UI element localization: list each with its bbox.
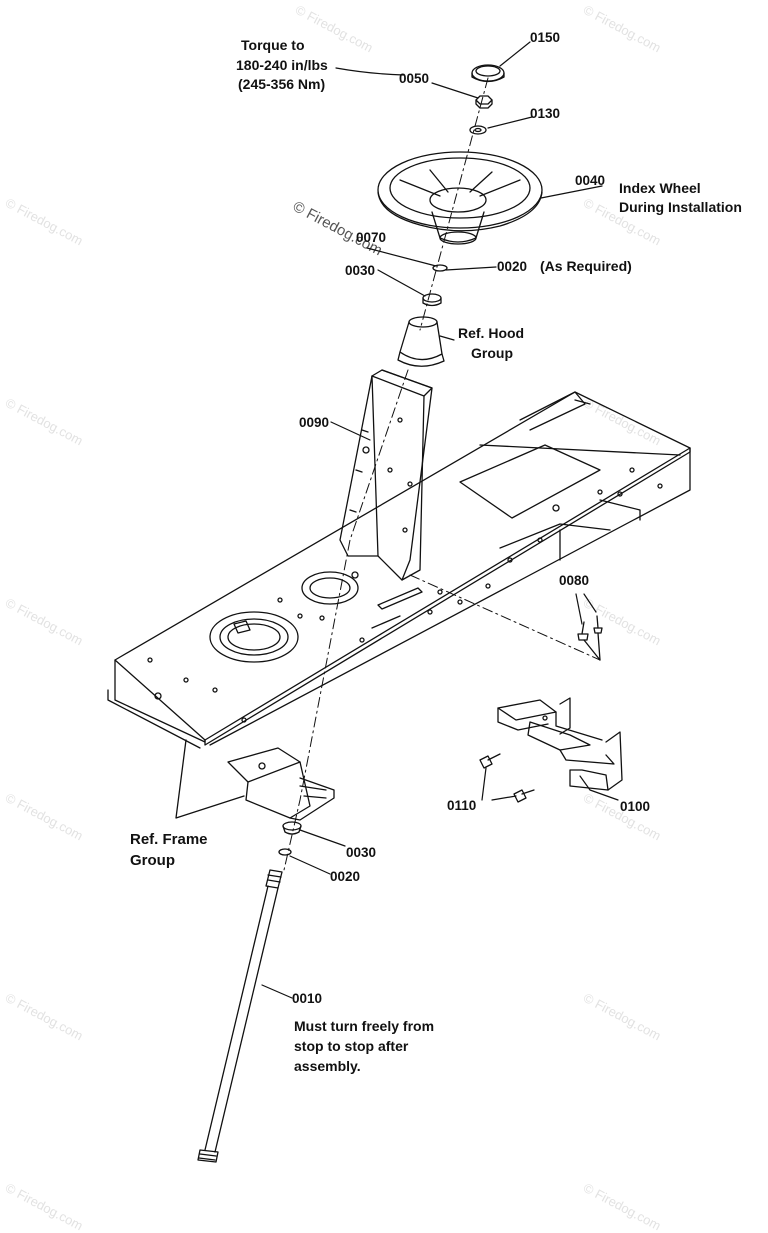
part-0100-label: 0100 <box>620 799 651 814</box>
torque-note-line3: (245-356 Nm) <box>238 76 326 92</box>
part-0030-label-top: 0030 <box>345 263 376 278</box>
bushing-upper <box>422 293 442 307</box>
part-0080-label: 0080 <box>559 573 590 588</box>
part-0050-label: 0050 <box>399 71 430 86</box>
parts-diagram: © Firedog.com © Firedog.com © Firedog.co… <box>3 2 742 1233</box>
tractor-frame <box>107 391 691 749</box>
frame-group-line1: Ref. Frame <box>130 831 208 848</box>
turn-note-line3: assembly. <box>294 1058 361 1074</box>
screw-pair <box>577 615 603 661</box>
part-0150-label: 0150 <box>530 30 561 45</box>
hood-boot <box>397 316 445 367</box>
part-0090-label: 0090 <box>299 415 330 430</box>
lower-bracket <box>227 747 335 821</box>
turn-note-line2: stop to stop after <box>294 1038 409 1054</box>
bushing-lower <box>282 821 302 835</box>
washer-top <box>469 125 487 135</box>
index-note-line1: Index Wheel <box>619 180 701 196</box>
torque-note-line2: 180-240 in/lbs <box>236 57 328 73</box>
hood-group-line2: Group <box>471 345 513 361</box>
part-0020-label-bottom: 0020 <box>330 869 361 884</box>
steering-wheel <box>377 151 543 245</box>
index-note-line2: During Installation <box>619 199 742 215</box>
hood-group-line1: Ref. Hood <box>458 325 525 341</box>
turn-note-line1: Must turn freely from <box>294 1018 435 1034</box>
steering-cap <box>471 64 505 83</box>
washer-lower <box>278 848 292 856</box>
as-required-note: (As Required) <box>540 258 632 274</box>
exploded-view-drawing <box>107 41 691 1163</box>
part-0110-label: 0110 <box>447 798 477 813</box>
torque-note-line1: Torque to <box>241 37 305 53</box>
part-0020-label-top: 0020 <box>497 259 528 274</box>
part-0010-label: 0010 <box>292 991 323 1006</box>
part-0130-label: 0130 <box>530 106 561 121</box>
frame-group-line2: Group <box>130 852 175 869</box>
bolt-pair <box>479 753 535 803</box>
mounting-bracket <box>497 697 623 791</box>
steering-support <box>339 369 433 581</box>
part-0040-label: 0040 <box>575 173 606 188</box>
part-0070-label: 0070 <box>356 230 387 245</box>
steering-shaft <box>197 869 283 1163</box>
frame-group-leaders <box>175 739 245 819</box>
part-0030-label-bottom: 0030 <box>346 845 377 860</box>
callout-leaders <box>261 41 619 999</box>
washer-upper <box>432 264 448 272</box>
assembly-axis-line <box>283 77 601 871</box>
hex-nut <box>475 95 493 109</box>
